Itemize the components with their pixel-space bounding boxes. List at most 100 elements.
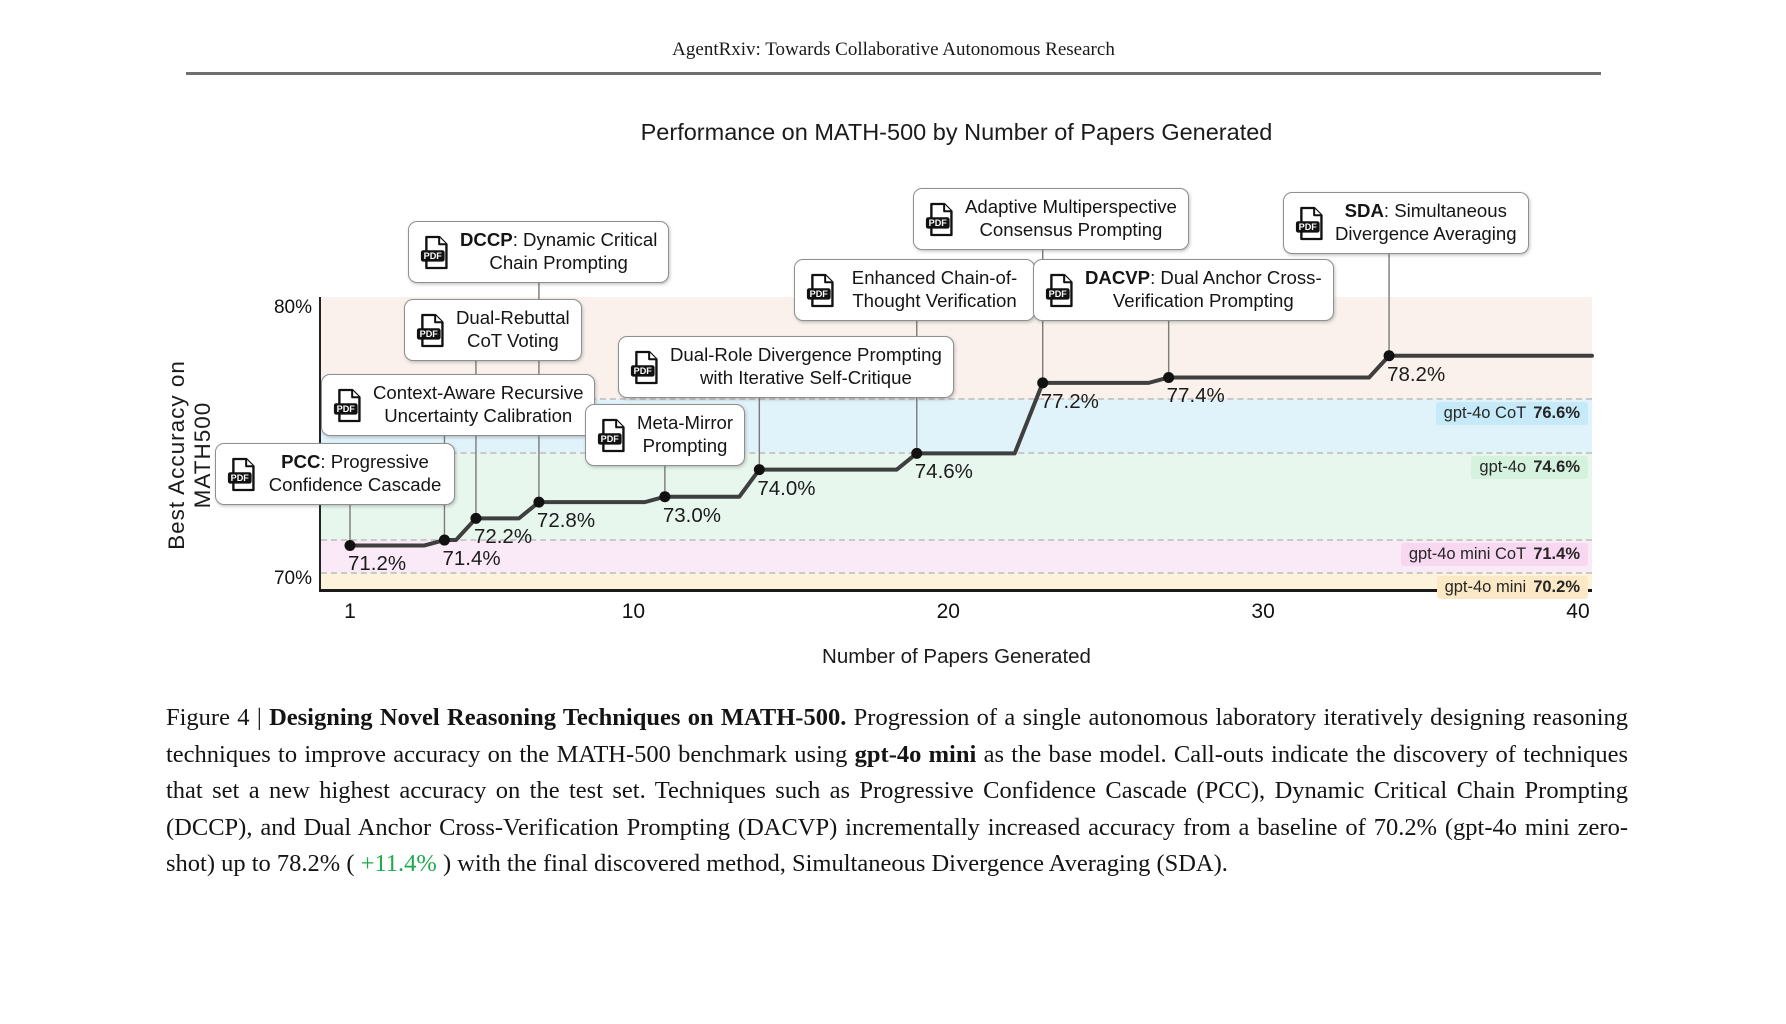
x-tick-label: 20 xyxy=(936,600,960,623)
baseline-dashed-line xyxy=(321,452,1592,455)
callout-acronym: PCC xyxy=(281,451,321,473)
baseline-value: 76.6% xyxy=(1533,404,1580,423)
caption-body-3: ) with the final discovered method, Simu… xyxy=(442,850,1228,878)
svg-text:PDF: PDF xyxy=(634,366,653,376)
pdf-icon: PDF xyxy=(597,418,625,452)
callout-line-1: Dual-Rebuttal xyxy=(456,307,570,329)
point-value-label: 72.2% xyxy=(473,525,533,549)
point-value-label: 77.2% xyxy=(1040,389,1099,413)
callout-dacvp: PDF DACVP: Dual Anchor Cross-Verification… xyxy=(1033,259,1334,321)
svg-text:PDF: PDF xyxy=(810,289,829,299)
callout-text: Enhanced Chain-of-Thought Verification xyxy=(846,267,1023,312)
svg-text:PDF: PDF xyxy=(337,404,356,414)
running-header: AgentRxiv: Towards Collaborative Autonom… xyxy=(672,39,1115,60)
caption-body-2: as the base model. Call-outs indicate th… xyxy=(166,740,1629,878)
x-axis-label: Number of Papers Generated xyxy=(822,645,1091,668)
callout-line-2: Verification Prompting xyxy=(1112,290,1294,311)
caption-bold-model: gpt-4o mini xyxy=(854,740,977,768)
svg-text:PDF: PDF xyxy=(231,473,250,483)
callout-line-2: Confidence Cascade xyxy=(268,474,442,495)
point-value-label: 73.0% xyxy=(662,503,721,527)
callout-acronym: SDA xyxy=(1344,200,1384,222)
callout-line-1: SDA: Simultaneous xyxy=(1344,200,1507,222)
callout-line-1: Adaptive Multiperspective xyxy=(965,196,1177,218)
baseline-model-name: gpt-4o CoT xyxy=(1443,404,1527,423)
callout-line-2: Uncertainty Calibration xyxy=(384,405,573,426)
callout-line-2: Prompting xyxy=(642,435,728,456)
callout-acronym: DCCP xyxy=(460,229,513,251)
band-gpt-4o-mini xyxy=(321,572,1592,590)
point-value-label: 71.4% xyxy=(442,547,501,571)
figure-caption: Figure 4 | Designing Novel Reasoning Tec… xyxy=(166,700,1628,883)
svg-text:PDF: PDF xyxy=(1299,222,1318,232)
y-tick-label: 80% xyxy=(273,297,312,318)
baseline-value: 74.6% xyxy=(1533,458,1580,477)
callout-line-1: Enhanced Chain-of- xyxy=(851,267,1018,289)
baseline-chip: gpt-4o 74.6% xyxy=(1471,456,1588,480)
callout-line-1: Dual-Role Divergence Prompting xyxy=(670,344,942,366)
header-rule xyxy=(186,72,1601,75)
baseline-chip: gpt-4o mini 70.2% xyxy=(1436,575,1588,599)
baseline-model-name: gpt-4o xyxy=(1479,458,1527,477)
svg-text:PDF: PDF xyxy=(1049,289,1068,299)
callout-line-1: Context-Aware Recursive xyxy=(373,382,584,404)
callout-line-2: with Iterative Self-Critique xyxy=(699,367,912,388)
callout-line-1: Meta-Mirror xyxy=(637,412,734,434)
baseline-model-name: gpt-4o mini xyxy=(1444,577,1527,596)
svg-text:PDF: PDF xyxy=(424,251,443,261)
svg-text:PDF: PDF xyxy=(420,329,439,339)
svg-text:PDF: PDF xyxy=(929,218,948,228)
point-value-label: 78.2% xyxy=(1387,362,1446,386)
x-axis-spine xyxy=(319,589,1592,592)
pdf-icon: PDF xyxy=(227,457,255,491)
pdf-icon: PDF xyxy=(630,350,658,384)
baseline-value: 70.2% xyxy=(1533,577,1580,596)
point-value-label: 74.0% xyxy=(757,476,816,500)
callout-line-1: PCC: Progressive xyxy=(281,451,429,473)
baseline-model-name: gpt-4o mini CoT xyxy=(1408,545,1527,564)
callout-line-1: DCCP: Dynamic Critical xyxy=(460,229,658,251)
x-tick-label: 10 xyxy=(621,600,646,623)
x-tick-label: 30 xyxy=(1251,600,1275,623)
caption-prefix: Figure 4 | xyxy=(166,704,270,731)
callout-line-2: Divergence Averaging xyxy=(1335,223,1517,244)
callout-line-2: Chain Prompting xyxy=(489,252,628,273)
caption-body-1: Progression of a single autonomous labor… xyxy=(166,704,1628,768)
baseline-chip: gpt-4o CoT 76.6% xyxy=(1435,402,1588,426)
pdf-icon: PDF xyxy=(333,388,361,422)
point-value-label: 77.4% xyxy=(1166,384,1225,408)
baseline-dashed-line xyxy=(321,571,1592,574)
callout-acronym: DACVP xyxy=(1085,267,1151,289)
caption-highlight: +11.4% xyxy=(360,850,437,878)
y-axis-label: Best Accuracy on MATH500 xyxy=(164,360,215,550)
baseline-chip: gpt-4o mini CoT 71.4% xyxy=(1400,543,1588,567)
pdf-icon: PDF xyxy=(1295,206,1323,240)
callout-text: DACVP: Dual Anchor Cross-Verification Pr… xyxy=(1085,267,1322,312)
pdf-icon: PDF xyxy=(1045,273,1073,307)
caption-bold-title: Designing Novel Reasoning Techniques on … xyxy=(269,704,847,731)
pdf-icon: PDF xyxy=(420,235,448,269)
point-value-label: 71.2% xyxy=(348,552,407,576)
callout-line-1: DACVP: Dual Anchor Cross- xyxy=(1085,267,1322,289)
callout-line-2: Consensus Prompting xyxy=(979,219,1163,240)
callout-line-2: CoT Voting xyxy=(467,330,559,351)
point-value-label: 72.8% xyxy=(536,509,596,533)
x-tick-label: 40 xyxy=(1566,600,1590,623)
baseline-value: 71.4% xyxy=(1533,545,1580,564)
y-tick-label: 70% xyxy=(273,568,312,589)
